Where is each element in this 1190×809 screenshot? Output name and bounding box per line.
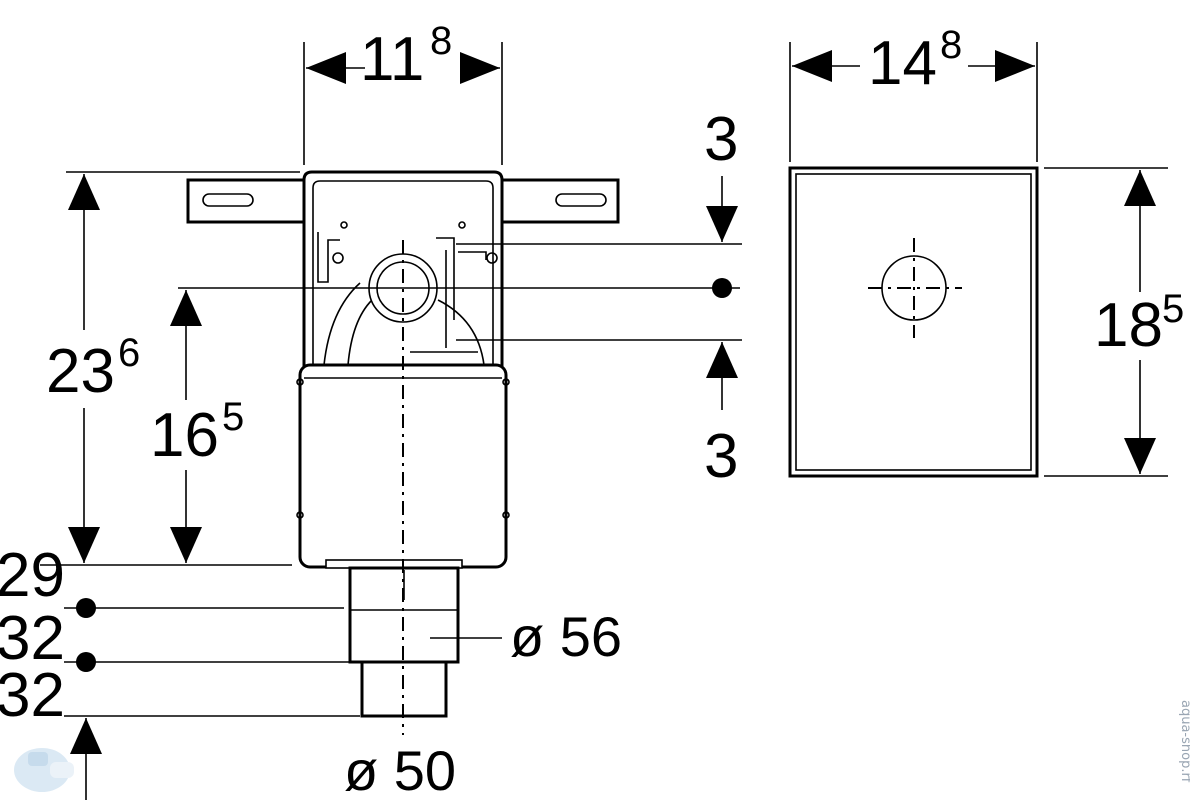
top-width-value: 11: [360, 25, 424, 94]
lower-pipe-diameter: ø 50: [344, 739, 456, 802]
dimension-plate-height: [1044, 167, 1168, 477]
dimension-total-height: [40, 171, 300, 566]
plate-width-value: 14: [868, 29, 937, 98]
offset-up-value: 3: [704, 105, 738, 174]
plate-height-sup: 5: [1162, 287, 1184, 331]
dimension-axis-height: [170, 290, 202, 563]
plate-height-value: 18: [1094, 291, 1163, 360]
pipe-step-2-value: 32: [0, 604, 65, 673]
plate-width-sup: 8: [940, 23, 962, 67]
total-height-value: 23: [46, 337, 115, 406]
dimension-top-width: [303, 42, 503, 165]
pipe-step-3-value: 32: [0, 661, 65, 730]
axis-height-value: 16: [150, 401, 219, 470]
upper-pipe-diameter: ø 56: [510, 605, 622, 668]
watermark-logo: [14, 748, 74, 792]
total-height-sup: 6: [118, 331, 140, 375]
center-lines: [178, 240, 740, 735]
axis-height-sup: 5: [222, 395, 244, 439]
dimension-pipe-steps: [64, 598, 360, 800]
top-width-sup: 8: [430, 19, 452, 63]
offset-down-value: 3: [704, 422, 738, 491]
dimension-offsets: [456, 176, 742, 410]
pipe-step-1-value: 29: [0, 541, 65, 610]
watermark-text: aqua-shop.rf: [1178, 700, 1190, 783]
dimension-plate-width: [789, 42, 1038, 162]
cover-plate: [788, 166, 1039, 478]
mounting-bracket-left: [186, 178, 308, 224]
mounting-bracket-right: [498, 178, 620, 224]
